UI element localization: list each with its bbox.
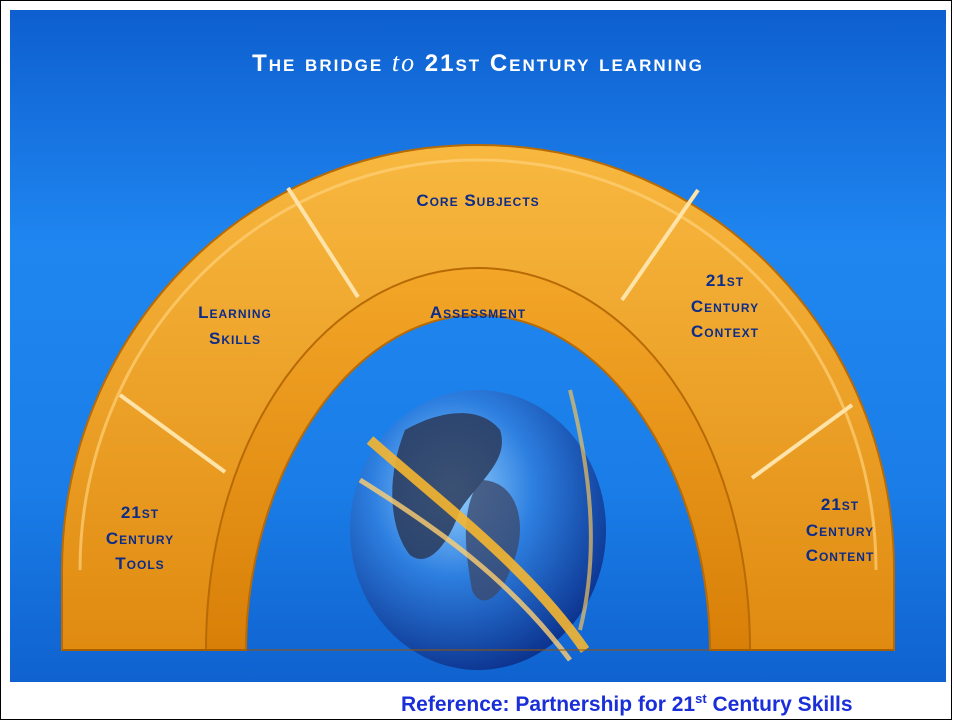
label-core-subjects: Core Subjects	[416, 191, 540, 210]
divider-skills-core	[286, 186, 360, 299]
reference-sup: st	[695, 691, 707, 706]
title-part-2: to	[391, 48, 417, 77]
title-part-1: The bridge	[252, 50, 384, 77]
divider-core-context	[620, 188, 700, 302]
diagram-title: The bridge to 21st Century learning	[10, 48, 946, 78]
divider-context-content	[750, 403, 854, 480]
globe-icon	[350, 389, 606, 670]
label-learning-skills: Learning Skills	[198, 303, 272, 348]
title-part-3: 21st Century learning	[424, 50, 704, 77]
divider-tools-skills	[118, 393, 227, 474]
label-21st-century-context: 21st Century Context	[690, 271, 760, 341]
bridge-svg	[61, 143, 895, 670]
label-21st-century-content: 21st Century Content	[805, 495, 875, 565]
label-assessment: Assessment	[429, 303, 527, 322]
bridge-illustration: The bridge to 21st Century learning Core…	[10, 10, 946, 682]
label-21st-century-tools: 21st Century Tools	[105, 503, 175, 573]
reference-suffix: Century Skills	[706, 693, 853, 716]
reference-prefix: Reference: Partnership for 21	[401, 693, 696, 716]
reference-caption: Reference: Partnership for 21st Century …	[401, 691, 853, 717]
